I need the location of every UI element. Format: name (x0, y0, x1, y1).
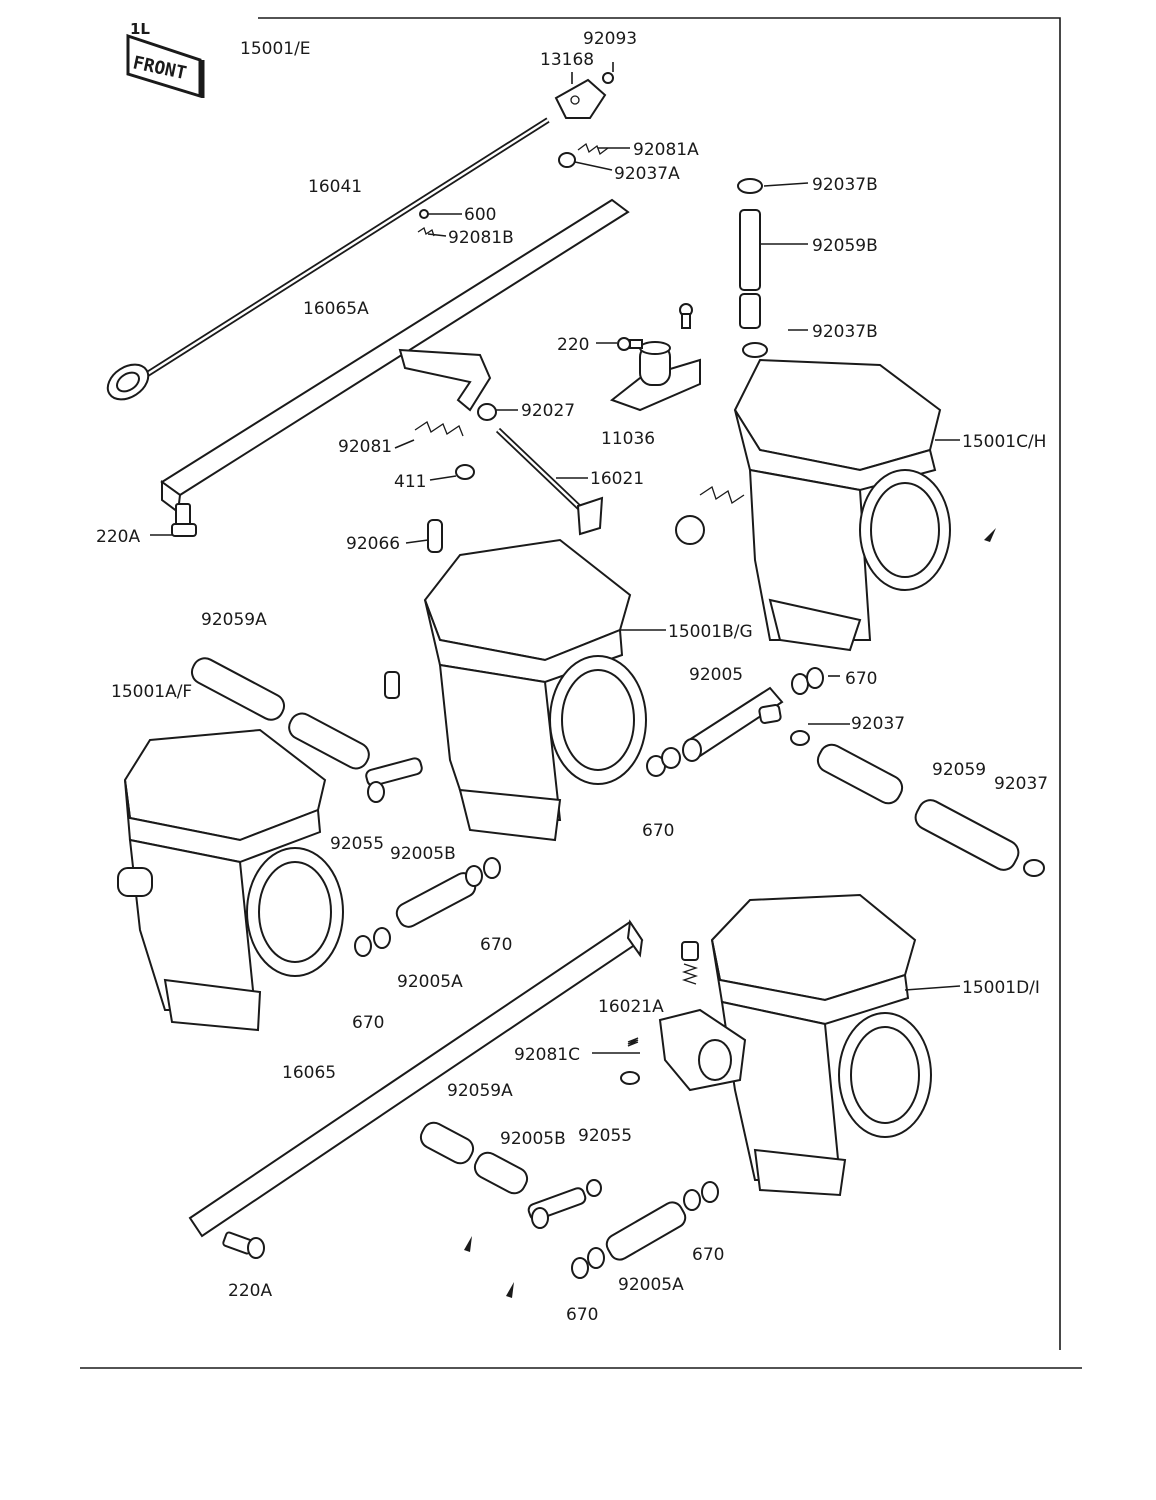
carburetor-15001DI (658, 893, 932, 1197)
label-670-c: 670 (480, 935, 512, 955)
label-92027: 92027 (521, 401, 575, 421)
front-side-label: 1L (130, 20, 150, 38)
clip-92037B-mid (742, 342, 768, 358)
fuel-pipe-92005A-upper (354, 857, 501, 957)
choke-bar-16065 (188, 919, 644, 1238)
spring-92081C (620, 1037, 640, 1085)
nut-411 (455, 464, 475, 480)
carburetor-15001AF (117, 728, 344, 1032)
label-92037B-top: 92037B (812, 175, 878, 195)
label-92059A-bot: 92059A (447, 1081, 513, 1101)
clip-92037-lower (1023, 859, 1045, 877)
label-92005B-a: 92005B (390, 844, 456, 864)
label-11036: 11036 (601, 429, 655, 449)
fuel-pipe-92005A-lower (571, 1181, 719, 1279)
label-15001E: 15001/E (240, 39, 311, 59)
shaft-16021 (495, 427, 604, 536)
choke-lever-bar-16065A (160, 198, 630, 514)
clip-92037-upper (790, 730, 810, 746)
fitting-11036 (609, 341, 701, 412)
part-labels: 15001/E 92093 13168 92081A 92037A 16041 … (96, 29, 1048, 1325)
label-670-b: 670 (642, 821, 674, 841)
collar-92027 (477, 403, 497, 421)
label-16021A: 16021A (598, 997, 664, 1017)
bolt-220A-upper (171, 503, 197, 537)
label-15001BG: 15001B/G (668, 622, 753, 642)
label-92059: 92059 (932, 760, 986, 780)
label-92066: 92066 (346, 534, 400, 554)
label-92005B-b: 92005B (500, 1129, 566, 1149)
front-direction-badge: 1L FRONT (126, 20, 205, 99)
label-92005A-a: 92005A (397, 972, 463, 992)
screw-220 (617, 337, 643, 351)
label-92005A-b: 92005A (618, 1275, 684, 1295)
arrow-markers (464, 528, 996, 1298)
screw-92093 (602, 72, 614, 84)
label-15001DI: 15001D/I (962, 978, 1040, 998)
label-16065A: 16065A (303, 299, 369, 319)
hose-92059A-lower (419, 1121, 529, 1195)
label-92081C: 92081C (514, 1045, 580, 1065)
ball-600 (419, 209, 429, 219)
screw-220-b (679, 303, 693, 329)
label-600: 600 (464, 205, 496, 225)
label-16065: 16065 (282, 1063, 336, 1083)
label-92055-a: 92055 (330, 834, 384, 854)
label-92081: 92081 (338, 437, 392, 457)
label-92059A-top: 92059A (201, 610, 267, 630)
label-92081B: 92081B (448, 228, 514, 248)
label-670-f: 670 (566, 1305, 598, 1325)
label-16021: 16021 (590, 469, 644, 489)
label-92037-b: 92037 (994, 774, 1048, 794)
label-220: 220 (557, 335, 589, 355)
carburetor-15001CH (675, 358, 951, 652)
carburetor-15001BG (384, 538, 647, 842)
label-220A-bot: 220A (228, 1281, 272, 1301)
label-92005: 92005 (689, 665, 743, 685)
bracket-13168 (554, 78, 607, 119)
spring-92081 (414, 421, 464, 437)
label-670-d: 670 (352, 1013, 384, 1033)
label-411: 411 (394, 472, 426, 492)
label-92081A: 92081A (633, 140, 699, 160)
label-15001CH: 15001C/H (962, 432, 1046, 452)
diagram-frame (80, 17, 1082, 1369)
screw-16021A (681, 941, 699, 985)
label-92093: 92093 (583, 29, 637, 49)
hose-92059A-upper (190, 657, 370, 770)
label-92037: 92037 (851, 714, 905, 734)
label-670-a: 670 (845, 669, 877, 689)
clip-92037B-top (737, 178, 763, 194)
o-ring-670-left (646, 747, 681, 777)
hose-92059-right (816, 743, 1020, 871)
label-92055-b: 92055 (578, 1126, 632, 1146)
label-16041: 16041 (308, 177, 362, 197)
bolt-220A-lower (222, 1231, 265, 1259)
label-13168: 13168 (540, 50, 594, 70)
label-15001AF: 15001A/F (111, 682, 192, 702)
spring-92081B (417, 226, 435, 237)
label-92059B: 92059B (812, 236, 878, 256)
fuel-tee-92005 (682, 686, 784, 762)
label-92037B-mid: 92037B (812, 322, 878, 342)
label-670-e: 670 (692, 1245, 724, 1265)
tee-92005B-upper (365, 757, 423, 803)
o-ring-670-right (791, 667, 824, 695)
tee-92005B-lower (527, 1179, 602, 1229)
leader-lines (150, 62, 961, 1054)
hose-92059B (739, 209, 761, 329)
label-220A-top: 220A (96, 527, 140, 547)
spring-92081A (577, 142, 609, 156)
choke-rod-16041 (106, 117, 550, 401)
label-92037A: 92037A (614, 164, 680, 184)
pin-92066 (427, 519, 443, 553)
washer-92037A (558, 152, 576, 168)
